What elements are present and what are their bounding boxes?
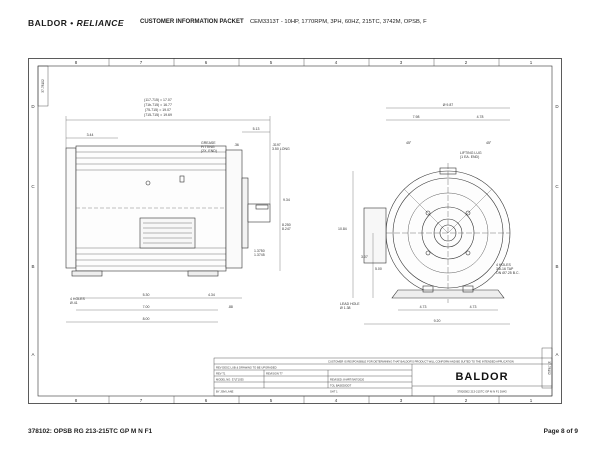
dim-text: 9.20 [434,319,441,323]
dim-text: 4.78 [477,115,484,119]
dim-text: 5.13 [253,127,260,131]
dim-text: 5.30 [143,293,150,297]
label-text: 3/8-16 TAP [496,267,514,271]
label-text: LEAD HOLE [340,302,360,306]
title-block-text: REVISED: 8-MRT/9/67/2020 [330,378,365,382]
title-block-text: REV T1 [216,372,226,376]
grid-number: 2 [465,60,468,65]
dim-text: (75-715) = 19.07 [145,108,171,112]
title-block [213,357,553,397]
grid-number: 1 [530,60,533,65]
dim-text: 8.247 [282,227,291,231]
page-number: Page 8 of 9 [543,428,578,435]
grid-number: 2 [465,398,468,403]
model-description: CEM3313T - 10HP, 1770RPM, 3PH, 60HZ, 215… [250,19,427,25]
label-text: (1 EA. END) [460,155,479,159]
dim-text: 4.73 [470,305,477,309]
dim-text: Ø 9.87 [443,103,454,107]
grid-number: 5 [270,60,273,65]
grid-number: 6 [205,60,208,65]
dim-text: .36 [234,143,239,147]
title-block-text: REV DESC LUB & DRAWING TO BE UPGRADED [216,366,277,370]
label-text: 4 HOLES [70,297,85,301]
grid-number: 5 [270,398,273,403]
dim-text: 7.00 [143,305,150,309]
dim-text: 45° [486,141,492,145]
grid-number: 8 [75,60,78,65]
label-text: Ø.41 [70,301,78,305]
dim-text: 5.00 [375,267,382,271]
footer-drawing-id: 378102: OPSB RG 213-215TC GP M N F1 [28,428,153,435]
drawing-number: 37820502 213-215TC GP M N F1 DWG [457,390,507,394]
title-block-text: BY JSM LANE [216,390,234,394]
grid-number: 3 [400,60,403,65]
dim-text: 45° [406,141,412,145]
title-block-text: TOL BASED/DDT [330,384,352,388]
title-block-text: MODEL NO. 37LT1035 [216,378,244,382]
label-text: 4 HOLES [496,263,511,267]
dim-text: (715-715) = 19.69 [144,113,172,117]
grid-number: 4 [335,398,338,403]
dim-text: (117-715) = 17.07 [144,98,172,102]
side-code: 37-78102 [41,79,45,93]
dim-text: 3.07 [361,255,368,259]
title-block-text: REVISION T7 [266,372,283,376]
dimension-drawing: 8 7 6 5 4 3 2 1 8 7 6 5 4 3 2 1 D C B A … [28,58,562,404]
page-header: BALDOR • RELIANCE CUSTOMER INFORMATION P… [28,18,580,32]
motor-front-view [363,163,511,303]
dim-text: 1.3750 [254,249,265,253]
dim-text: 3.44 [87,133,94,137]
grid-number: 8 [75,398,78,403]
title-block-text: SHT 1 [330,390,338,394]
grid-letter: D [31,104,35,109]
dim-text: 8.00 [143,317,150,321]
grid-number: 3 [400,398,403,403]
dim-text: 10.84 [338,227,347,231]
outer-frame [28,58,562,404]
grid-letter: C [31,184,35,189]
grid-letter: A [555,352,558,357]
dim-text: 8.250 [282,223,291,227]
side-code: 37-78102 [547,361,551,375]
grid-number: 7 [140,60,143,65]
dim-text: .88 [228,305,233,309]
grid-letter: B [555,264,558,269]
packet-title: CUSTOMER INFORMATION PACKET [140,19,244,25]
dim-text: 1.3745 [254,253,265,257]
dim-text: 9.34 [283,198,290,202]
baldor-reliance-logo: BALDOR • RELIANCE [28,18,125,28]
dim-text: 4.34 [208,293,215,297]
grid-number: 1 [530,398,533,403]
label-text: FITTING [201,145,215,149]
dim-text: 7.98 [413,115,420,119]
label-text: Ø 1.38 [340,306,351,310]
grid-letter: D [555,104,559,109]
grid-number: 6 [205,398,208,403]
label-text: 3.50 LONG [272,147,290,151]
label-text: .3197 [272,143,281,147]
disclaimer-text: CUSTOMER IS RESPONSIBLE FOR DETERMINING … [328,360,514,364]
grid-number: 7 [140,398,143,403]
dim-text: 4.73 [420,305,427,309]
dim-text: (71b-715) = 16.77 [144,103,172,107]
grid-number: 4 [335,60,338,65]
label-text: (2X, END) [201,149,217,153]
label-text: LIFTING LUG [460,151,482,155]
grid-letter: C [555,184,559,189]
grid-letter: B [31,264,34,269]
grid-letter: A [31,352,34,357]
baldor-logo: BALDOR [455,371,508,383]
label-text: GREASE [201,141,216,145]
motor-side-view [65,145,271,277]
label-text: ON Ø7.25 B.C. [496,271,520,275]
